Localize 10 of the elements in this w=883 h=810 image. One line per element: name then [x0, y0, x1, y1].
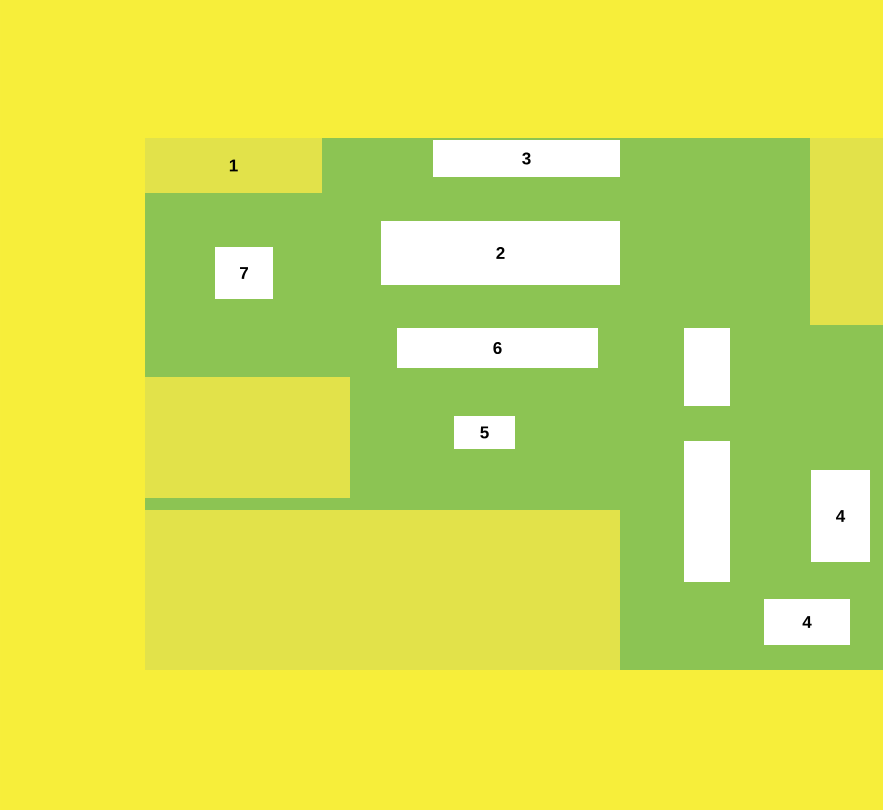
room-box: 4: [764, 598, 850, 645]
room-box: [684, 328, 730, 406]
room-box: 7: [215, 246, 273, 299]
room-box: 3: [433, 140, 620, 177]
zone-area: 1: [145, 138, 322, 193]
room-box: 2: [381, 220, 620, 285]
room-box: [684, 440, 730, 582]
room-box: 5: [454, 416, 515, 449]
room-box: 6: [397, 328, 598, 368]
room-box: 4: [811, 470, 870, 562]
